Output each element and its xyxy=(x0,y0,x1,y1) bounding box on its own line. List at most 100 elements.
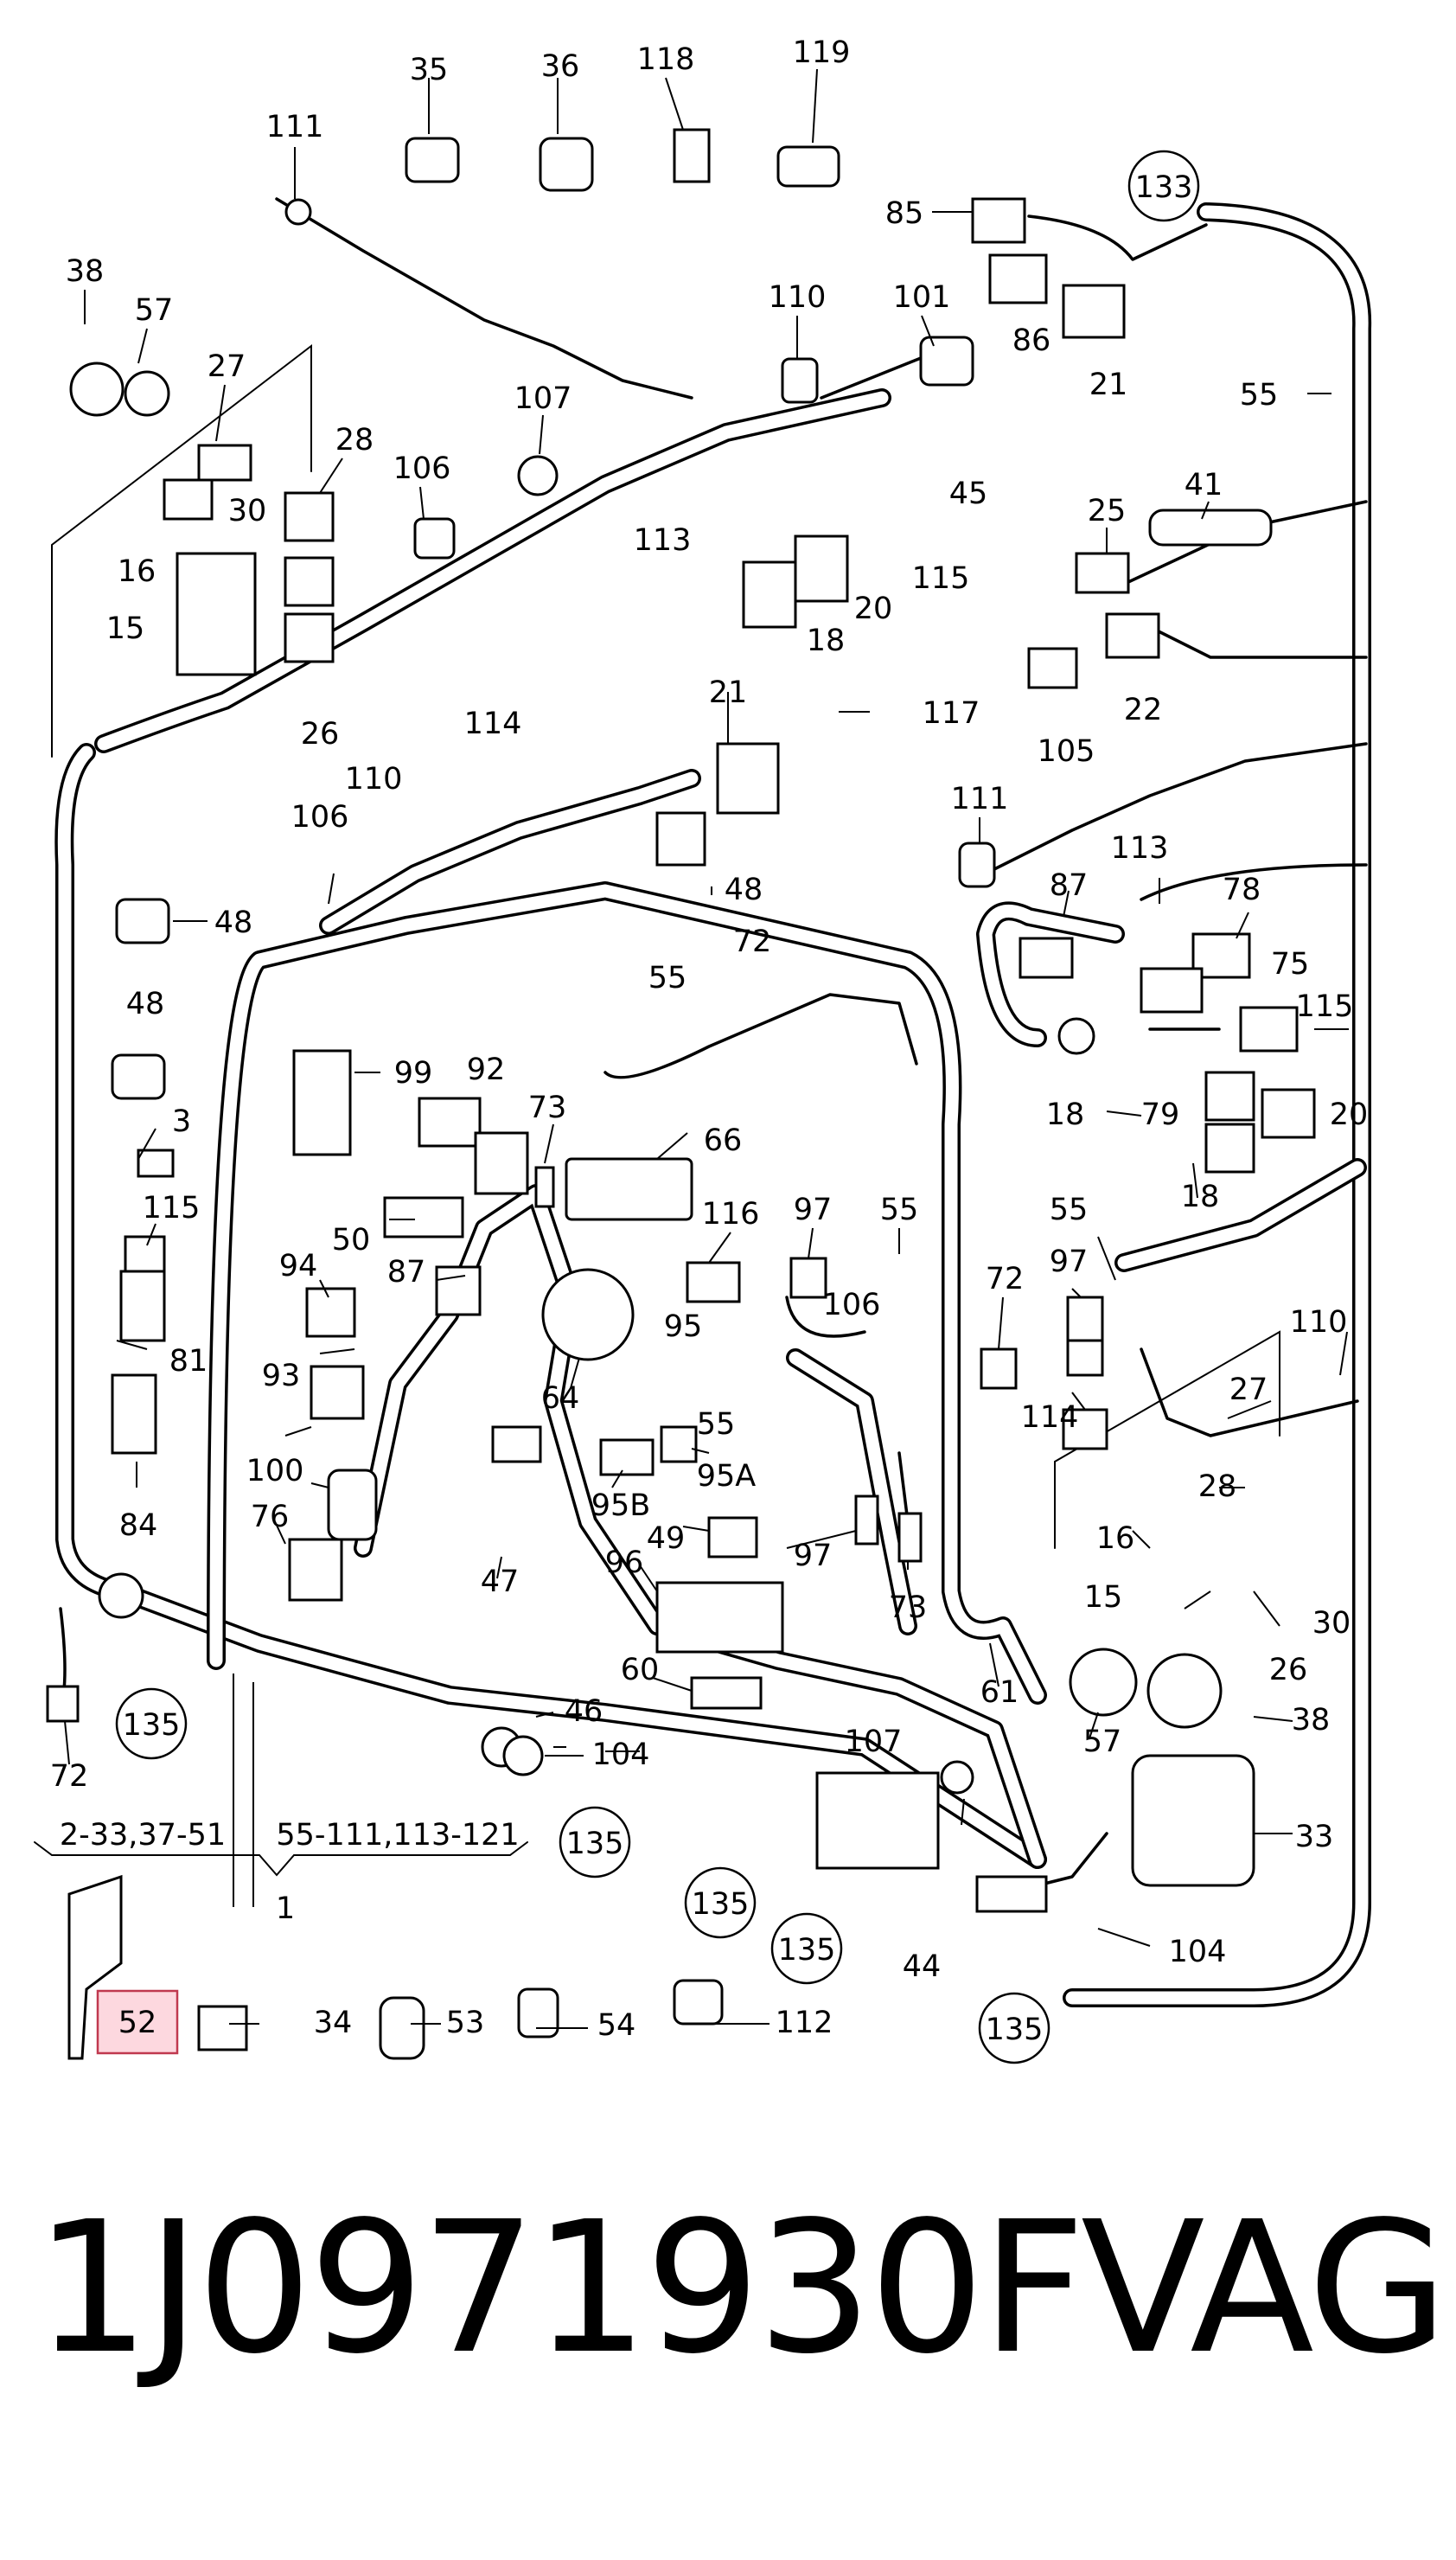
label-135-c: 135 xyxy=(692,1887,750,1922)
label-27: 27 xyxy=(208,349,246,384)
label-57-b: 57 xyxy=(1083,1725,1122,1759)
label-52: 52 xyxy=(118,2006,157,2040)
label-107-b: 107 xyxy=(845,1725,903,1759)
label-73-a: 73 xyxy=(528,1091,567,1125)
label-107-a: 107 xyxy=(514,381,572,416)
label-55-d: 55 xyxy=(1050,1193,1089,1227)
label-54: 54 xyxy=(597,2008,636,2043)
highlight-box xyxy=(96,1989,179,2055)
label-26-b: 26 xyxy=(1269,1653,1308,1687)
label-73-b: 73 xyxy=(889,1590,928,1625)
label-94: 94 xyxy=(279,1249,318,1283)
label-101: 101 xyxy=(893,280,951,315)
label-87-a: 87 xyxy=(1050,868,1089,903)
label-50: 50 xyxy=(332,1223,371,1258)
label-135-b: 135 xyxy=(566,1827,624,1861)
part-number: 1J0971930F xyxy=(35,2181,1086,2394)
label-47: 47 xyxy=(481,1565,520,1599)
label-114-a: 114 xyxy=(464,707,522,741)
label-119: 119 xyxy=(793,35,851,70)
label-66: 66 xyxy=(704,1123,743,1158)
label-113-a: 113 xyxy=(634,523,692,558)
part-caption: 1J0971930F VAG xyxy=(0,2145,1456,2430)
components xyxy=(46,128,1316,2060)
label-133: 133 xyxy=(1135,170,1193,205)
label-20-a: 20 xyxy=(854,592,893,626)
label-104-b: 104 xyxy=(1169,1935,1227,1969)
label-106-b: 106 xyxy=(291,800,349,835)
label-112: 112 xyxy=(776,2006,833,2040)
label-79: 79 xyxy=(1141,1098,1180,1132)
label-16-b: 16 xyxy=(1096,1521,1135,1556)
label-49: 49 xyxy=(647,1521,686,1556)
leader-lines xyxy=(64,68,1349,2029)
label-48-c: 48 xyxy=(126,987,165,1021)
label-64: 64 xyxy=(541,1381,580,1416)
label-76: 76 xyxy=(251,1500,290,1534)
label-97-c: 97 xyxy=(794,1539,833,1573)
label-15: 15 xyxy=(106,611,145,646)
callout-labels: 35 36 118 119 111 38 57 27 28 30 16 15 2… xyxy=(50,35,1369,2047)
label-110-c: 110 xyxy=(1290,1305,1348,1340)
label-61: 61 xyxy=(980,1675,1019,1710)
label-38-b: 38 xyxy=(1292,1703,1331,1738)
label-84: 84 xyxy=(119,1508,158,1543)
label-85: 85 xyxy=(885,196,924,231)
label-111-b: 111 xyxy=(951,782,1009,816)
wiring-harness-diagram: 35 36 118 119 111 38 57 27 28 30 16 15 2… xyxy=(34,35,1372,2064)
label-78: 78 xyxy=(1223,873,1261,907)
label-57: 57 xyxy=(135,293,174,328)
label-3: 3 xyxy=(172,1104,191,1139)
label-115-b: 115 xyxy=(1296,989,1354,1024)
label-99: 99 xyxy=(394,1056,433,1091)
label-107-c: 18 xyxy=(1046,1098,1085,1132)
label-21-a: 21 xyxy=(1089,368,1128,402)
harness-trunks xyxy=(54,202,1372,2007)
label-105: 105 xyxy=(1038,734,1095,769)
label-53: 53 xyxy=(446,2006,485,2040)
label-135-e: 135 xyxy=(986,2013,1044,2047)
label-28: 28 xyxy=(335,423,374,458)
label-72-a: 72 xyxy=(733,925,772,959)
label-115-c: 115 xyxy=(143,1191,201,1226)
label-86: 86 xyxy=(1012,323,1051,358)
label-21-b: 21 xyxy=(709,675,748,710)
label-33: 33 xyxy=(1295,1820,1334,1854)
label-group-left: 2-33,37-51 xyxy=(60,1818,226,1853)
label-55-e: 55 xyxy=(697,1407,736,1442)
label-135-d: 135 xyxy=(778,1933,836,1968)
label-97-b: 97 xyxy=(1050,1245,1089,1279)
label-35: 35 xyxy=(410,53,449,87)
label-96: 96 xyxy=(605,1546,644,1580)
label-118: 118 xyxy=(637,42,695,77)
label-48-a: 48 xyxy=(725,873,763,907)
label-15-b: 15 xyxy=(1084,1580,1123,1615)
label-45: 45 xyxy=(949,477,988,511)
label-104-a: 104 xyxy=(592,1738,650,1772)
label-30: 30 xyxy=(228,494,267,528)
label-34: 34 xyxy=(314,2006,353,2040)
label-97-a: 97 xyxy=(794,1193,833,1227)
label-36: 36 xyxy=(541,49,580,84)
label-18-b: 18 xyxy=(1181,1180,1220,1214)
label-72-c: 72 xyxy=(50,1759,89,1794)
label-93: 93 xyxy=(262,1359,301,1393)
label-87-b: 87 xyxy=(387,1255,426,1290)
label-18-a: 18 xyxy=(807,624,846,658)
label-116: 116 xyxy=(702,1197,760,1232)
label-81: 81 xyxy=(169,1344,208,1379)
label-38: 38 xyxy=(66,254,105,289)
label-100: 100 xyxy=(246,1454,304,1488)
group-brace xyxy=(34,1841,528,1877)
label-60: 60 xyxy=(621,1653,660,1687)
label-30-b: 30 xyxy=(1312,1606,1351,1641)
label-26: 26 xyxy=(301,717,340,752)
label-95B: 95B xyxy=(591,1488,651,1523)
subassembly-outlines xyxy=(51,343,1280,1549)
label-16: 16 xyxy=(118,554,156,589)
label-117: 117 xyxy=(923,696,980,731)
label-113-b: 113 xyxy=(1111,831,1169,866)
label-95: 95 xyxy=(664,1309,703,1344)
label-55-a: 55 xyxy=(1240,378,1279,413)
label-25: 25 xyxy=(1088,494,1127,528)
